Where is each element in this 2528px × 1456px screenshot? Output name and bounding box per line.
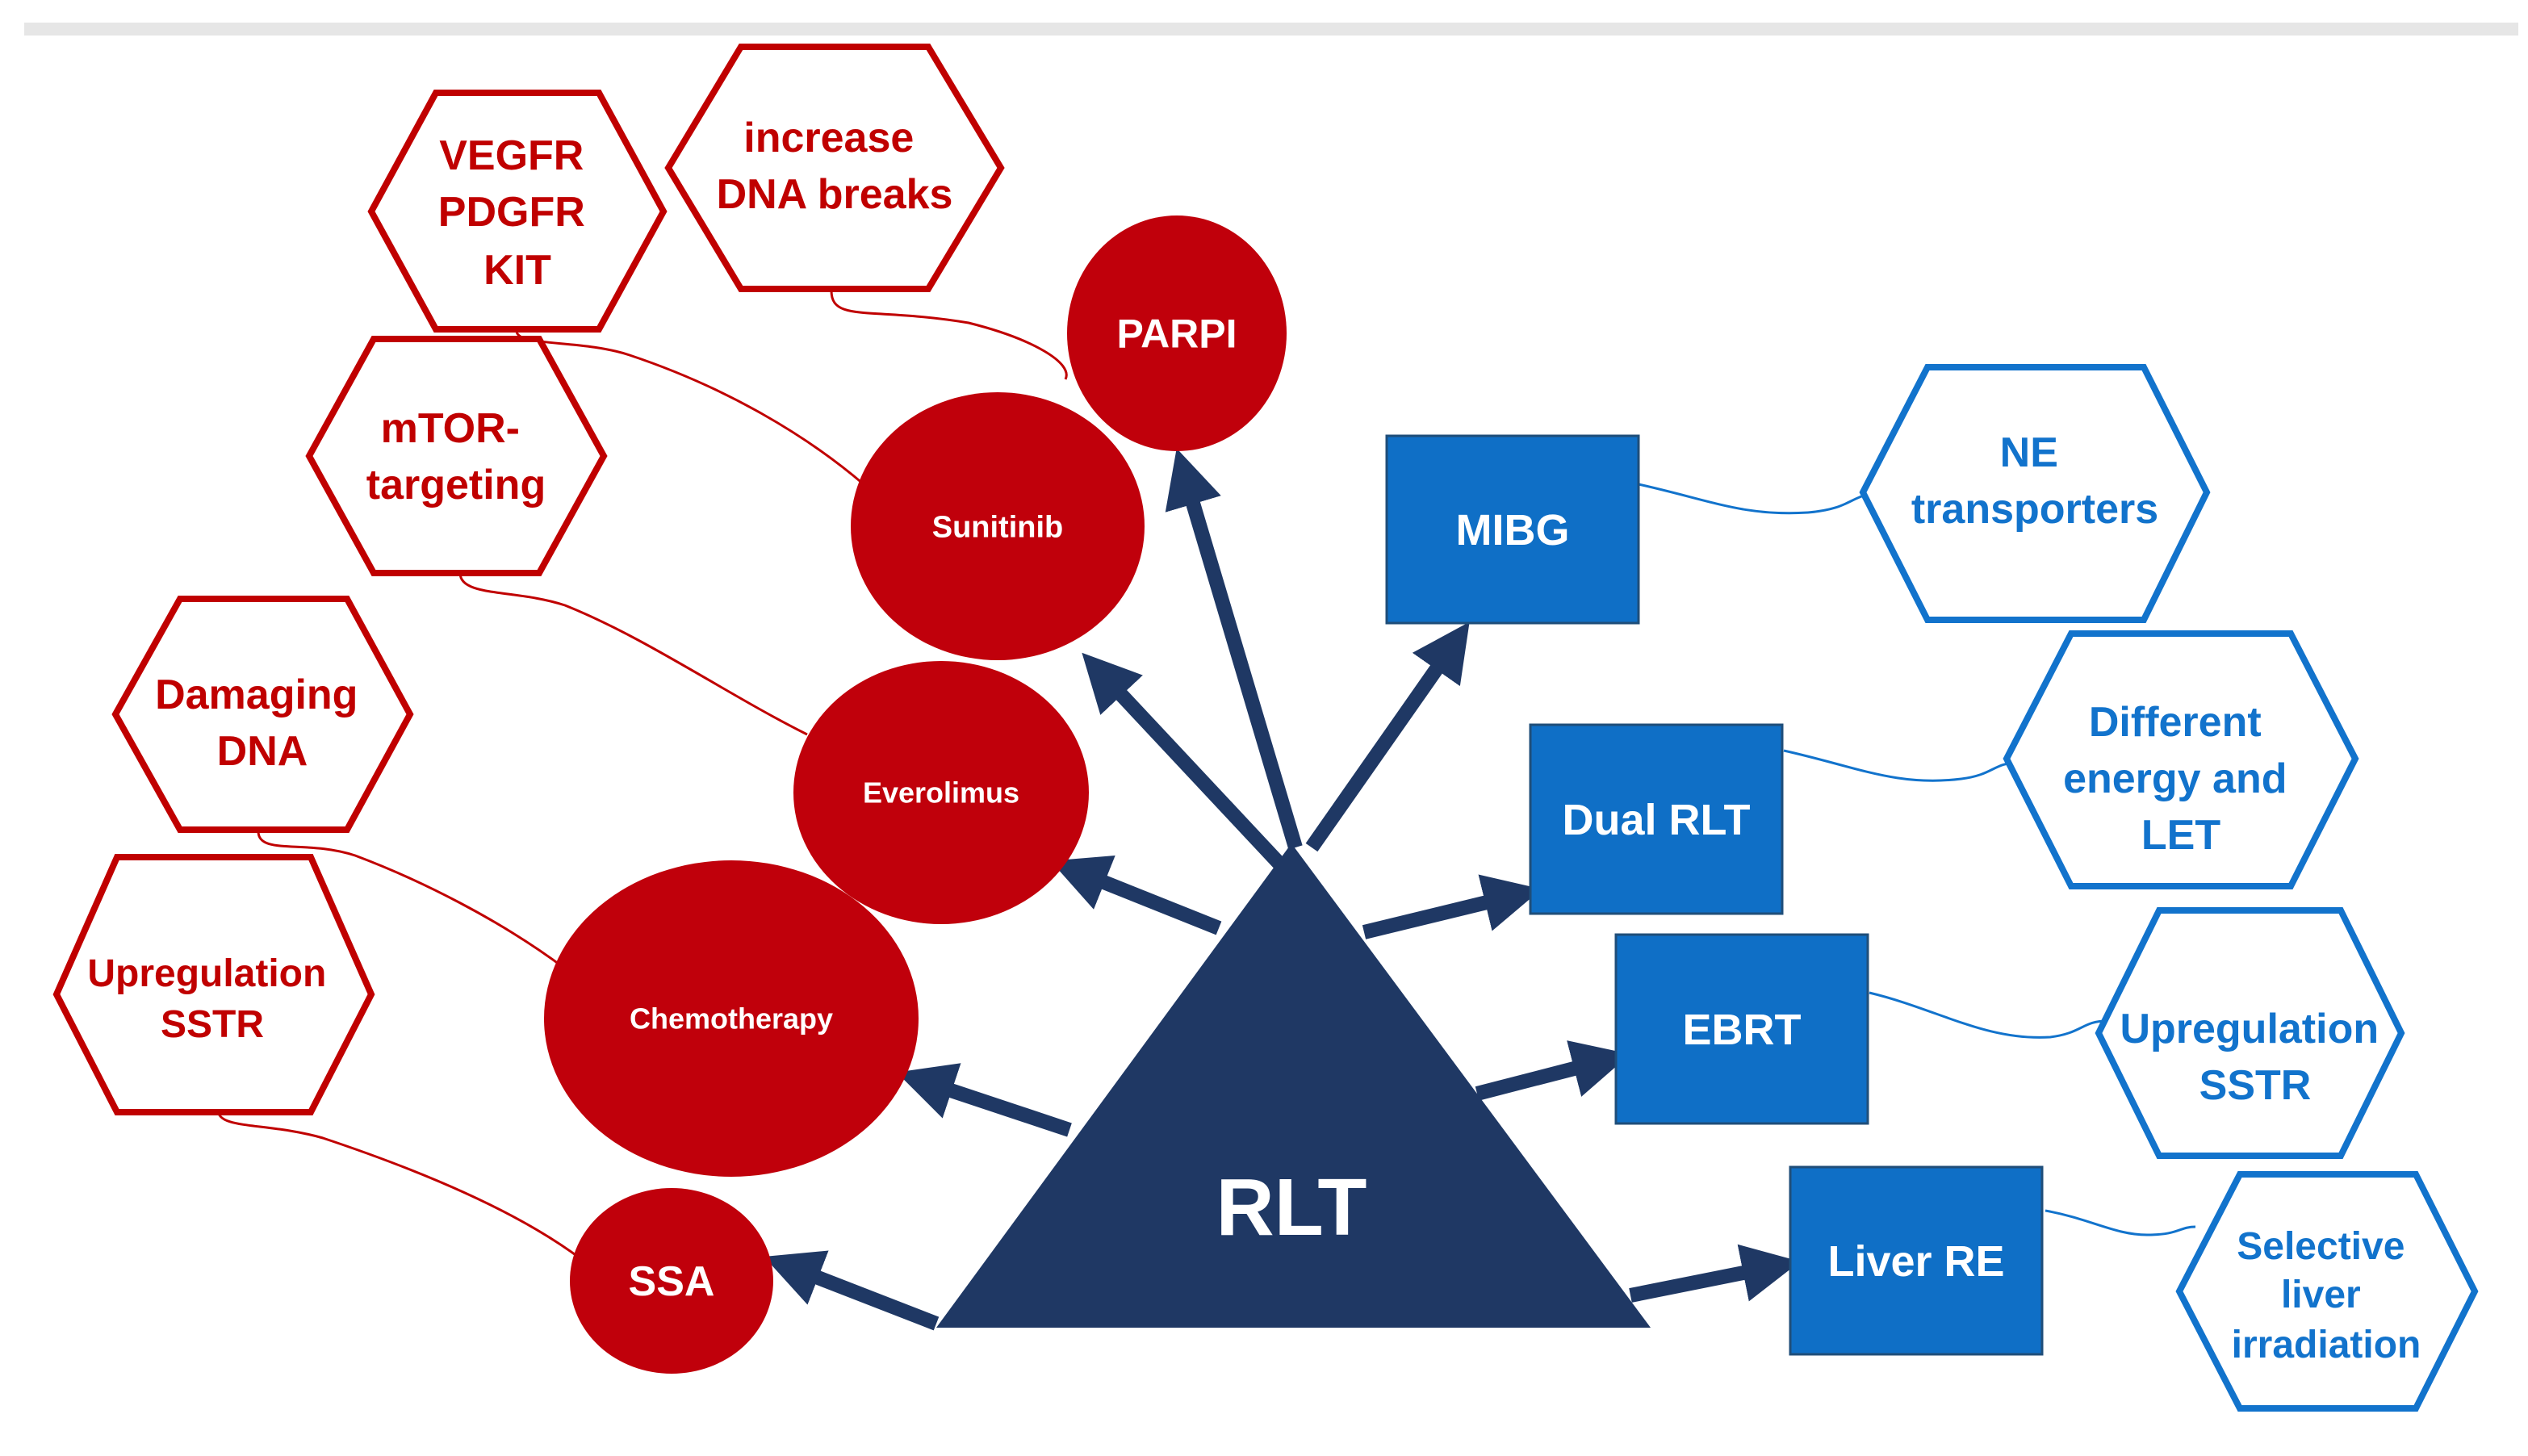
node-chemotherapy[interactable]: Chemotherapy (544, 860, 919, 1177)
hex-upregulation-sstr-right[interactable]: Upregulation SSTR (2095, 907, 2405, 1159)
svg-text:Damaging DNA: Damaging DNA (155, 672, 370, 775)
arrow-to-ssa (764, 1250, 940, 1331)
hex-different-energy-let[interactable]: Different energy and LET (2003, 630, 2359, 889)
arrow-to-mibg (1305, 621, 1470, 852)
right-therapy-boxes: MIBG Dual RLT EBRT Liver RE (1385, 434, 2044, 1356)
node-ebrt[interactable]: EBRT (1614, 933, 1869, 1125)
svg-text:Upregulation SSTR: Upregulation SSTR (87, 952, 337, 1046)
svg-text:Upregulation SSTR: Upregulation SSTR (2120, 1006, 2390, 1109)
hex-upregulation-sstr-left[interactable]: Upregulation SSTR (52, 854, 375, 1115)
connector-upregulation-ssa (216, 1109, 582, 1261)
svg-text:PARPI: PARPI (1116, 312, 1237, 357)
hex-ne-transporters[interactable]: NE transporters (1859, 364, 2211, 623)
node-dual-rlt[interactable]: Dual RLT (1529, 723, 1784, 915)
connector-mibg-ne (1638, 483, 1890, 515)
arrow-to-chemotherapy (896, 1063, 1072, 1137)
node-parpi[interactable]: PARPI (1067, 215, 1287, 451)
arrows (764, 448, 1801, 1331)
arrow-to-liver-re (1629, 1244, 1801, 1303)
connector-mtor-everolimus (458, 572, 808, 736)
svg-text:Selective liver: Selective liver irradiation (2232, 1225, 2421, 1366)
hex-vegfr-pdgfr-kit[interactable]: VEGFR PDGFR KIT (367, 90, 668, 333)
hex-damaging-dna[interactable]: Damaging DNA (111, 596, 414, 833)
svg-text:MIBG: MIBG (1456, 506, 1570, 554)
left-mechanism-hexagons: increase DNA breaks VEGFR PDGFR KIT mTOR… (52, 44, 1005, 1115)
svg-text:Sunitinib: Sunitinib (932, 510, 1064, 544)
node-ssa[interactable]: SSA (570, 1188, 773, 1374)
connector-ebrt-upregulation (1869, 991, 2107, 1039)
rlt-triangle (936, 843, 1651, 1328)
svg-text:increase DNA breaks: increase DNA breaks (717, 115, 953, 218)
svg-text:Chemotherapy: Chemotherapy (630, 1002, 833, 1036)
connector-dual-energy (1783, 749, 2019, 782)
arrow-to-everolimus (1050, 855, 1222, 935)
right-connectors (1638, 483, 2196, 1236)
svg-text:SSA: SSA (629, 1258, 715, 1305)
arrow-to-parpi (1165, 448, 1303, 850)
rlt-label: RLT (1216, 1162, 1367, 1253)
svg-text:NE transporters: NE transporters (1911, 429, 2158, 533)
connector-dna-breaks-parpi (830, 290, 1068, 380)
svg-text:Liver RE: Liver RE (1827, 1237, 2004, 1286)
arrow-to-sunitinib (1082, 652, 1285, 869)
node-everolimus[interactable]: Everolimus (793, 661, 1089, 924)
svg-text:VEGFR PDGFR KI: VEGFR PDGFR KIT (438, 132, 596, 294)
node-sunitinib[interactable]: Sunitinib (851, 392, 1145, 660)
arrow-to-dual-rlt (1362, 874, 1542, 939)
arrow-to-ebrt (1475, 1040, 1630, 1101)
hex-selective-liver-irradiation[interactable]: Selective liver irradiation (2175, 1171, 2479, 1412)
svg-text:EBRT: EBRT (1683, 1006, 1802, 1054)
node-liver-re[interactable]: Liver RE (1789, 1165, 2044, 1356)
svg-text:Dual RLT: Dual RLT (1563, 796, 1751, 844)
connector-damaging-chemo (257, 831, 566, 970)
svg-text:mTOR- targeting: mTOR- targeting (366, 405, 546, 508)
left-therapy-circles: PARPI Sunitinib Everolimus Chemotherapy … (544, 215, 1287, 1374)
connector-liver-selective (2045, 1209, 2196, 1236)
svg-text:Different energy and: Different energy and LET (2063, 699, 2299, 859)
svg-text:Everolimus: Everolimus (863, 776, 1019, 810)
hex-mtor-targeting[interactable]: mTOR- targeting (305, 336, 608, 576)
hex-dna-breaks[interactable]: increase DNA breaks (664, 44, 1005, 292)
top-rule (24, 23, 2518, 36)
right-mechanism-hexagons: NE transporters Different energy and LET… (1859, 364, 2479, 1412)
node-mibg[interactable]: MIBG (1385, 434, 1640, 625)
